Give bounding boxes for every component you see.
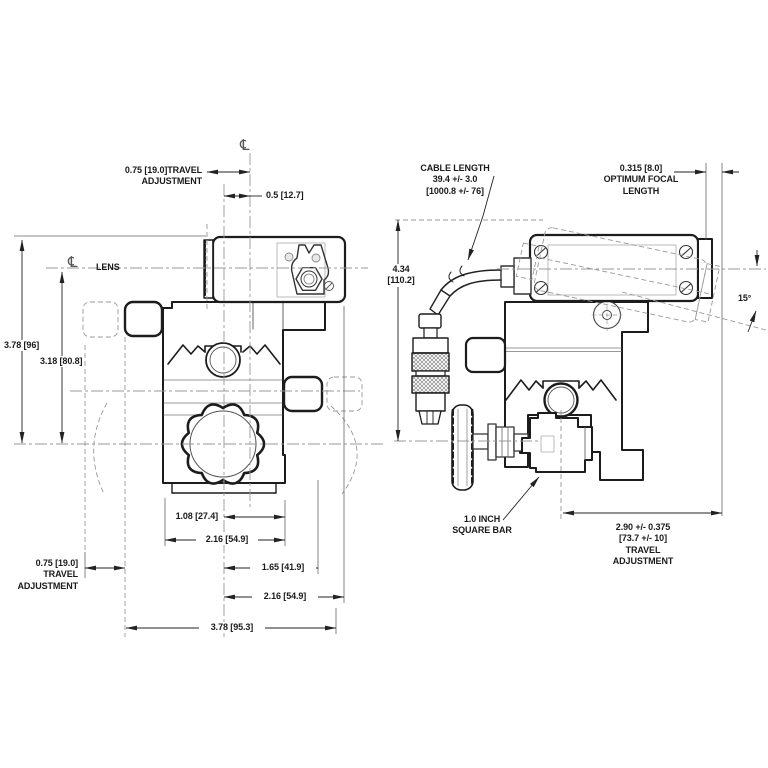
front-right-knob xyxy=(282,375,324,413)
dim-label-offset: 0.5 [12.7] xyxy=(266,190,304,200)
tilted-laser-phantom xyxy=(515,227,721,323)
dim-label-travel-right: 2.90 +/- 0.375 [73.7 +/- 10] TRAVEL ADJU… xyxy=(612,522,674,566)
extension-lines xyxy=(14,163,723,634)
note-square-bar: 1.0 INCH SQUARE BAR xyxy=(452,514,512,536)
front-left-knob xyxy=(123,300,164,338)
front-scalloped-knob xyxy=(180,403,266,485)
square-bar-section xyxy=(540,435,555,453)
side-view-assembly xyxy=(411,233,713,491)
dim-label-width-body: 2.16 [54.9] xyxy=(196,534,258,546)
cable-leader xyxy=(467,175,495,261)
angle-label: 15° xyxy=(738,293,752,303)
side-spring-clamp xyxy=(505,379,617,401)
front-bracket-plate xyxy=(290,244,330,295)
dim-label-height-right: 4.34 [110.2] xyxy=(377,264,425,287)
front-view-assembly xyxy=(123,235,347,494)
side-laser-bezel xyxy=(697,238,713,299)
side-bar-clamp-block xyxy=(521,412,593,473)
note-focal-length: 0.315 [8.0] OPTIMUM FOCAL LENGTH xyxy=(603,163,679,196)
side-clamp-screw xyxy=(543,382,579,418)
side-hex-nut xyxy=(495,426,515,458)
laser-screws xyxy=(533,244,694,296)
cable xyxy=(440,265,502,297)
front-screw-small xyxy=(311,253,321,263)
dim-label-height-total: 3.78 [96] xyxy=(2,340,42,352)
dim-label-width-half: 1.08 [27.4] xyxy=(175,511,219,521)
phantom-lines xyxy=(14,153,767,640)
dim-label-travel-bottom: 0.75 [19.0] TRAVEL ADJUSTMENT xyxy=(17,558,78,591)
front-screw-small xyxy=(284,252,294,262)
bnc-connector xyxy=(411,313,450,425)
angle-arrow-bottom xyxy=(747,310,757,333)
lens-centerline-symbol: ℄ xyxy=(68,253,78,271)
dim-label-travel-top: 0.75 [19.0]TRAVEL ADJUSTMENT xyxy=(124,165,202,187)
front-clamp-screw xyxy=(205,342,241,378)
dim-label-width-laser: 2.16 [54.9] xyxy=(252,591,318,603)
cable-boot xyxy=(429,289,451,316)
dim-label-width-total: 3.78 [95.3] xyxy=(199,622,265,634)
bar-leader xyxy=(502,476,540,521)
dim-label-height-lens: 3.18 [80.8] xyxy=(38,356,85,368)
side-left-knob xyxy=(464,336,507,374)
note-cable-length: CABLE LENGTH 39.4 +/- 3.0 [1000.8 +/- 76… xyxy=(420,163,490,196)
centerline-symbol: ℄ xyxy=(240,136,250,154)
lens-label: LENS xyxy=(96,262,120,272)
dim-label-width-knob: 1.65 [41.9] xyxy=(250,562,316,574)
side-knurled-wheel xyxy=(451,404,474,491)
